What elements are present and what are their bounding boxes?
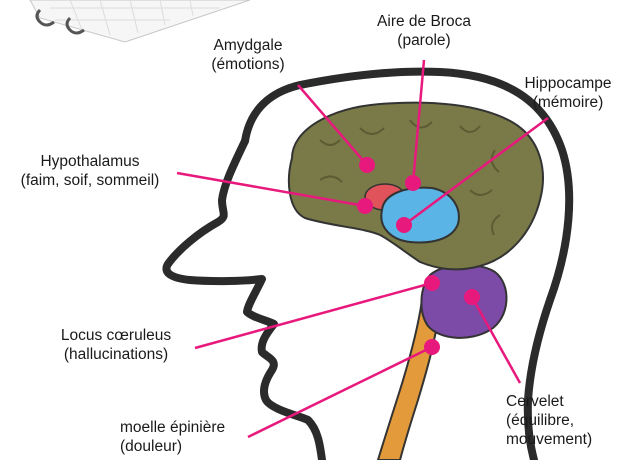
dot-hypothalamus [357, 198, 373, 214]
hippocampus-region [381, 188, 459, 243]
dot-hippocampus [396, 217, 412, 233]
label-locus-name: Locus cœruleus [40, 326, 192, 345]
pointer-locus [195, 283, 432, 348]
label-broca: Aire de Broca (parole) [372, 12, 476, 50]
label-spinal: moelle épinière (douleur) [120, 418, 242, 456]
dot-amygdala [359, 157, 375, 173]
label-amygdala-role: (émotions) [200, 55, 296, 74]
label-hypothalamus-role: (faim, soif, sommeil) [4, 171, 176, 190]
dot-spinal [424, 339, 440, 355]
label-spinal-name: moelle épinière [120, 418, 242, 437]
label-hypothalamus-name: Hypothalamus [4, 152, 176, 171]
dot-broca [405, 175, 421, 191]
label-locus-role: (hallucinations) [40, 345, 192, 364]
label-amygdala: Amydgale (émotions) [200, 36, 296, 74]
label-cerebellum-name: Cervelet [506, 392, 618, 411]
label-spinal-role: (douleur) [120, 437, 242, 456]
label-cerebellum-role: (équilibre, [506, 411, 618, 430]
label-broca-name: Aire de Broca [372, 12, 476, 31]
label-cerebellum-role2: mouvement) [506, 430, 618, 449]
dot-cerebellum [464, 289, 480, 305]
label-hippocampus-name: Hippocampe [512, 74, 624, 93]
dot-locus [424, 275, 440, 291]
label-hypothalamus: Hypothalamus (faim, soif, sommeil) [4, 152, 176, 190]
label-amygdala-name: Amydgale [200, 36, 296, 55]
label-broca-role: (parole) [372, 31, 476, 50]
label-hippocampus-role: (mémoire) [512, 93, 624, 112]
label-hippocampus: Hippocampe (mémoire) [512, 74, 624, 112]
label-locus: Locus cœruleus (hallucinations) [40, 326, 192, 364]
label-cerebellum: Cervelet (équilibre, mouvement) [506, 392, 618, 449]
